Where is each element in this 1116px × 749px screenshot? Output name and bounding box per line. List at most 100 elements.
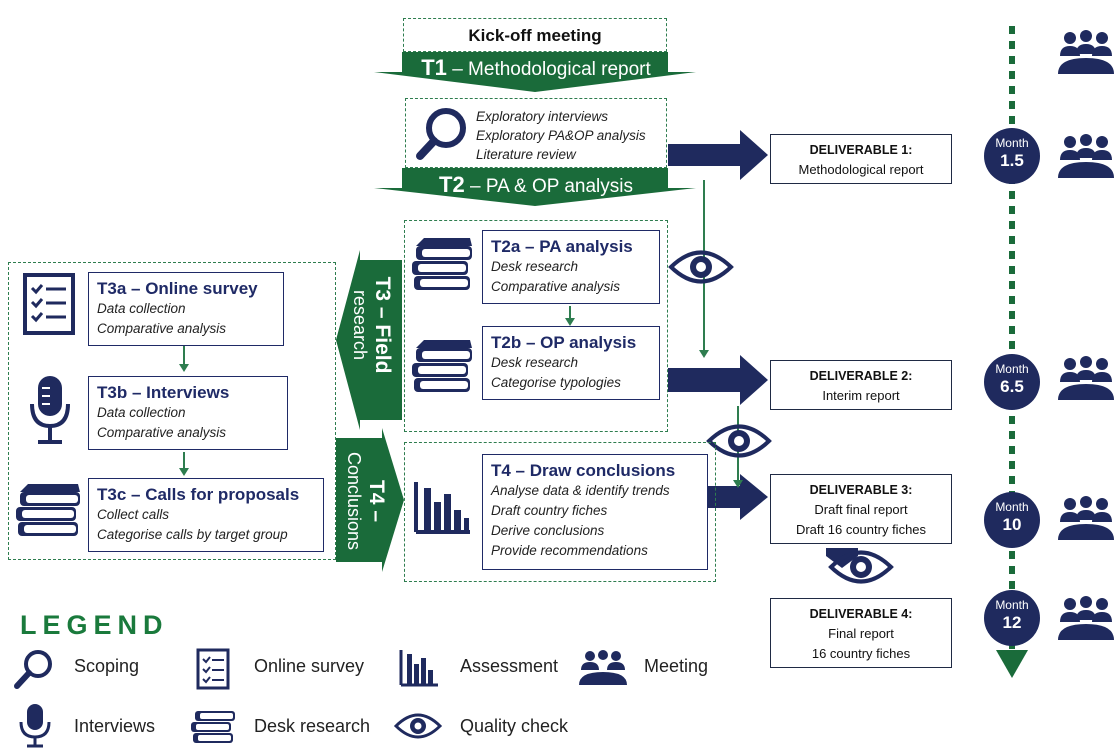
eye-icon	[706, 424, 772, 458]
deliverable-title: DELIVERABLE 2:	[809, 369, 913, 383]
t2-code: T2	[439, 172, 465, 197]
t3a-title: T3a – Online survey	[97, 279, 258, 298]
legend-label: Interviews	[74, 716, 156, 736]
magnifier-icon	[14, 650, 52, 689]
legend-label: Desk research	[254, 716, 371, 736]
t1-label: – Methodological report	[446, 59, 651, 80]
t2b-title: T2b – OP analysis	[491, 333, 637, 352]
microphone-icon	[30, 376, 70, 444]
t3b-box: T3b – Interviews Data collection Compara…	[88, 376, 288, 450]
t3-code: T3 – Field	[371, 276, 394, 374]
deliverable-2: DELIVERABLE 2: Interim report	[770, 360, 952, 410]
microphone-icon	[19, 704, 51, 748]
bar-chart-icon	[414, 482, 470, 534]
meeting-icon	[1058, 596, 1114, 640]
t4-title: T4 – Draw conclusions	[491, 461, 676, 480]
legend-label: Scoping	[74, 656, 140, 676]
t3c-box: T3c – Calls for proposals Collect calls …	[88, 478, 324, 552]
t1-banner	[374, 52, 696, 92]
t3a-line: Data collection	[97, 301, 186, 316]
t2b-box: T2b – OP analysis Desk research Categori…	[482, 326, 660, 400]
t3-label: research	[350, 289, 370, 361]
month-value: 1.5	[1000, 151, 1024, 170]
scoping-line: Literature review	[476, 147, 576, 162]
deliverable-line: Interim report	[822, 388, 900, 403]
checklist-icon	[23, 273, 75, 335]
t3a-box: T3a – Online survey Data collection Comp…	[88, 272, 284, 346]
books-icon	[191, 711, 235, 743]
t3b-line: Data collection	[97, 405, 186, 420]
t4-label: Conclusions	[344, 451, 364, 551]
t2b-line: Desk research	[491, 355, 579, 370]
month-value: 12	[1002, 613, 1022, 632]
deliverable-line: Final report	[828, 626, 894, 641]
legend-label: Meeting	[644, 656, 709, 676]
legend-title: LEGEND	[20, 610, 169, 640]
t4-arrow	[336, 428, 404, 572]
t3-banner-text: T3 – Field research	[343, 265, 394, 385]
deliverable-line: 16 country fiches	[811, 646, 911, 661]
scoping-lines: Exploratory interviews Exploratory PA&OP…	[476, 107, 646, 164]
deliverable-line: Draft 16 country fiches	[795, 522, 927, 537]
legend-label: Online survey	[254, 656, 365, 676]
legend-label: Quality check	[460, 716, 569, 736]
t3b-line: Comparative analysis	[97, 425, 227, 440]
meeting-icon	[1058, 496, 1114, 540]
scoping-line: Exploratory PA&OP analysis	[476, 128, 646, 143]
t4-line: Derive conclusions	[491, 523, 605, 538]
t2-label: – PA & OP analysis	[464, 176, 633, 197]
t4-line: Provide recommendations	[491, 543, 648, 558]
deliverable-line: Draft final report	[814, 502, 908, 517]
month-marker: Month 12	[984, 590, 1040, 646]
bar-chart-icon	[399, 650, 438, 687]
month-marker: Month 6.5	[984, 354, 1040, 410]
books-icon	[412, 340, 472, 392]
t4-code: T4 –	[365, 479, 388, 523]
books-icon	[412, 238, 472, 290]
arrow-to-d2	[668, 355, 768, 405]
month-label: Month	[995, 598, 1029, 612]
t1-code: T1	[421, 55, 447, 80]
t2a-box: T2a – PA analysis Desk research Comparat…	[482, 230, 660, 304]
t2a-line: Comparative analysis	[491, 279, 621, 294]
eye-icon	[668, 250, 734, 284]
month-value: 6.5	[1000, 377, 1024, 396]
month-label: Month	[995, 362, 1029, 376]
t2a-title: T2a – PA analysis	[491, 237, 633, 256]
scoping-box	[405, 98, 667, 168]
arrow-to-d1	[668, 130, 768, 180]
deliverable-3: DELIVERABLE 3: Draft final report Draft …	[770, 474, 952, 544]
t4-container	[404, 442, 716, 582]
meeting-icon	[1058, 134, 1114, 178]
kickoff-label: Kick-off meeting	[403, 18, 667, 52]
checklist-icon	[196, 648, 230, 690]
t3c-line: Collect calls	[97, 507, 170, 522]
month-label: Month	[995, 136, 1029, 150]
meeting-icon	[1058, 30, 1114, 74]
t1-banner-text: T1 – Methodological report	[404, 55, 668, 81]
deliverable-title: DELIVERABLE 1:	[809, 143, 913, 157]
magnifier-icon	[416, 108, 466, 160]
books-icon	[16, 484, 80, 536]
arrow-to-d3	[708, 474, 768, 520]
month-marker: Month 10	[984, 492, 1040, 548]
t2-container	[404, 220, 668, 432]
legend-label: Assessment	[460, 656, 559, 676]
eye-icon	[394, 713, 442, 739]
t4-line: Analyse data & identify trends	[491, 483, 670, 498]
t4-box: T4 – Draw conclusions Analyse data & ide…	[482, 454, 708, 570]
deliverable-title: DELIVERABLE 4:	[809, 607, 913, 621]
deliverable-title: DELIVERABLE 3:	[809, 483, 913, 497]
t2-banner	[374, 168, 696, 206]
t3a-line: Comparative analysis	[97, 321, 227, 336]
t3c-line: Categorise calls by target group	[97, 527, 288, 542]
eye-icon	[828, 550, 894, 584]
deliverable-line: Methodological report	[798, 162, 924, 177]
t4-banner-text: T4 – Conclusions	[337, 441, 388, 561]
t2a-line: Desk research	[491, 259, 579, 274]
month-marker: Month 1.5	[984, 128, 1040, 184]
month-label: Month	[995, 500, 1029, 514]
scoping-line: Exploratory interviews	[476, 109, 609, 124]
deliverable-4: DELIVERABLE 4: Final report 16 country f…	[770, 598, 952, 668]
